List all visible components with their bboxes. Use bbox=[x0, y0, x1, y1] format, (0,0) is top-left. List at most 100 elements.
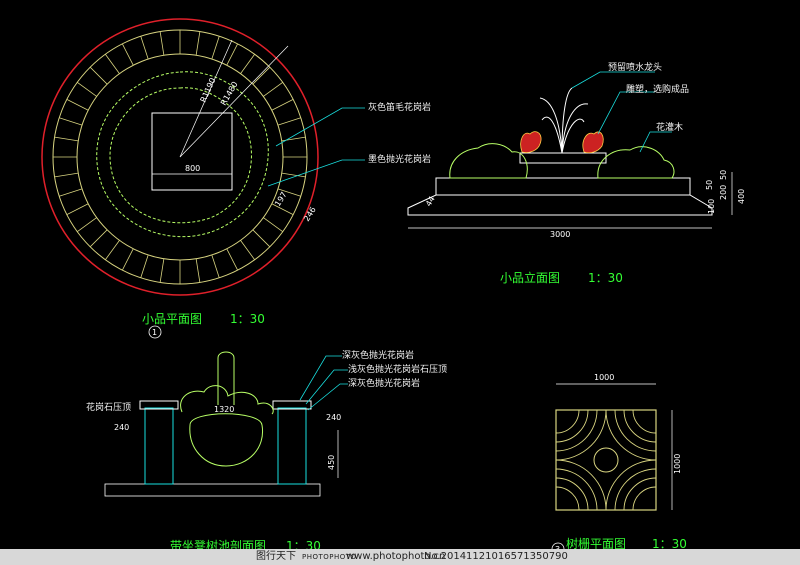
paving-joint bbox=[271, 98, 294, 111]
grate-dim-1000-top: 1000 bbox=[594, 373, 614, 382]
plan-dim-800: 800 bbox=[185, 164, 200, 173]
paving-joint bbox=[195, 31, 201, 56]
elevation-leader-sculpture bbox=[597, 91, 655, 135]
plan-label-black-granite: 墨色抛光花岗岩 bbox=[368, 153, 431, 165]
section-view: 1320 花岗石压顶 240 240 450 深灰色抛光花岗岩 浅灰色抛光花岗岩… bbox=[86, 349, 447, 553]
grate-bar bbox=[555, 409, 607, 461]
watermark-site-name: 图行天下 bbox=[256, 551, 296, 562]
grate-bar bbox=[614, 409, 657, 452]
plan-shrub-ring bbox=[96, 71, 269, 238]
section-label-dark-grey-2: 深灰色抛光花岗岩 bbox=[348, 377, 420, 389]
paving-joint bbox=[54, 136, 79, 142]
elevation-base bbox=[407, 194, 713, 216]
grate-dim-1000-side: 1000 bbox=[673, 454, 682, 474]
plan-radius-line-1 bbox=[179, 39, 233, 158]
plan-view: 800 R1190 R1480 197 246 灰色笛毛花岗岩 墨色抛光花岗岩 … bbox=[41, 18, 431, 339]
section-label-dark-grey: 深灰色抛光花岗岩 bbox=[342, 349, 414, 361]
elevation-dim-50: 50 bbox=[705, 180, 714, 190]
elevation-label-sculpture: 雕塑，选购成品 bbox=[626, 83, 689, 95]
grate-bar bbox=[605, 459, 657, 511]
plan-leader-black-granite bbox=[267, 159, 365, 187]
grate-bar bbox=[555, 409, 589, 443]
section-trunk bbox=[217, 351, 235, 405]
section-dim-1320: 1320 bbox=[214, 405, 234, 414]
paving-joint bbox=[105, 54, 120, 74]
plan-paving-joints bbox=[53, 30, 307, 284]
elevation-title: 小品立面图 bbox=[500, 270, 560, 285]
grate-bar bbox=[555, 486, 580, 511]
section-dim-240-right: 240 bbox=[326, 413, 341, 422]
paving-joint bbox=[263, 217, 283, 232]
paving-joint bbox=[263, 82, 283, 97]
grate-bar bbox=[623, 477, 657, 511]
watermark-url: www.photophoto.cn bbox=[346, 551, 446, 562]
paving-joint bbox=[77, 217, 97, 232]
elevation-fountain-spray bbox=[539, 87, 589, 154]
paving-joint bbox=[159, 31, 165, 56]
elevation-dim-400: 400 bbox=[737, 189, 746, 204]
grate-bar bbox=[623, 409, 657, 443]
section-right-cap bbox=[272, 400, 312, 410]
grate-bar bbox=[555, 459, 607, 511]
paving-joint bbox=[195, 258, 201, 283]
paving-joint bbox=[59, 117, 83, 126]
paving-joint bbox=[226, 43, 239, 66]
plan-dim-246: 246 bbox=[302, 205, 318, 223]
paving-joint bbox=[211, 36, 220, 60]
paving-joint bbox=[140, 36, 149, 60]
grate-title: 树栅平面图 bbox=[566, 536, 626, 551]
watermark-number: No.20141121016571350790 bbox=[424, 551, 568, 562]
paving-joint bbox=[105, 240, 120, 260]
plan-view-number-circle bbox=[148, 325, 162, 339]
elevation-shrubs-left bbox=[449, 143, 528, 179]
paving-joint bbox=[66, 203, 89, 216]
plan-dim-r1480: R1480 bbox=[219, 80, 240, 107]
elevation-dim-200: 200 bbox=[719, 185, 728, 200]
elevation-label-fountain: 预留喷水龙头 bbox=[608, 61, 662, 73]
paving-joint bbox=[240, 54, 255, 74]
section-ground bbox=[104, 483, 321, 497]
section-dim-240-left: 240 bbox=[114, 423, 129, 432]
paving-joint bbox=[226, 248, 239, 271]
paving-joint bbox=[271, 203, 294, 216]
paving-joint bbox=[211, 254, 220, 278]
elevation-label-shrub: 花灌木 bbox=[656, 121, 683, 133]
paving-joint bbox=[140, 254, 149, 278]
section-label-light-grey: 浅灰色抛光花岗岩石压顶 bbox=[348, 363, 447, 375]
section-dim-450: 450 bbox=[327, 455, 336, 470]
section-root-ball bbox=[189, 413, 264, 467]
section-label-granite-cap: 花岗石压顶 bbox=[86, 401, 131, 413]
elevation-dim-3000: 3000 bbox=[550, 230, 570, 239]
grate-bar bbox=[555, 409, 580, 434]
plan-label-grey-granite: 灰色笛毛花岗岩 bbox=[368, 101, 431, 113]
elevation-sculpture-right-icon bbox=[582, 131, 604, 154]
elevation-planter bbox=[435, 177, 691, 195]
grate-bar bbox=[632, 409, 657, 434]
grate-bar bbox=[555, 409, 598, 452]
plan-scale: 1：30 bbox=[230, 312, 265, 326]
elevation-leader-shrub bbox=[639, 131, 672, 153]
section-leader-3 bbox=[307, 383, 348, 411]
grate-bar bbox=[555, 468, 598, 511]
paving-joint bbox=[59, 188, 83, 197]
elevation-pedestal bbox=[519, 152, 607, 164]
paving-joint bbox=[277, 188, 301, 197]
elevation-sculpture-left-icon bbox=[520, 131, 542, 153]
elevation-dim-44: 44 bbox=[424, 195, 437, 208]
grate-radial-bars bbox=[555, 409, 657, 511]
section-left-cap bbox=[139, 400, 179, 410]
section-shrubs bbox=[180, 385, 274, 415]
elevation-shrubs-right bbox=[597, 146, 675, 179]
plan-radius-line-2 bbox=[179, 45, 289, 158]
section-right-wall bbox=[277, 407, 307, 485]
grate-view: 1000 1000 树栅平面图 1：30 3 bbox=[551, 373, 687, 556]
grate-bar bbox=[632, 486, 657, 511]
paving-joint bbox=[252, 66, 271, 85]
paving-joint bbox=[121, 248, 134, 271]
elevation-view: 预留喷水龙头 雕塑，选购成品 花灌木 3000 50 100 200 50 40… bbox=[407, 61, 746, 285]
elevation-scale: 1：30 bbox=[588, 271, 623, 285]
plan-center-square bbox=[151, 112, 233, 191]
paving-joint bbox=[121, 43, 134, 66]
paving-joint bbox=[252, 229, 271, 248]
